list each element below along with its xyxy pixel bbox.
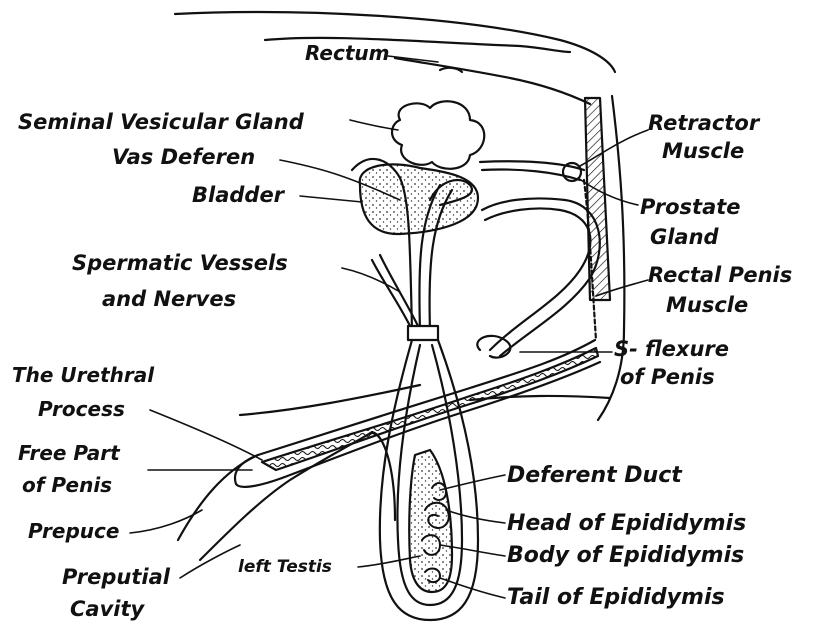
pelvic-wall-outer: [612, 96, 624, 330]
label-prepuce: Prepuce: [28, 519, 119, 543]
leader-bladder: [300, 196, 362, 202]
pelvic-wall: [585, 98, 610, 300]
label-deferent-duct: Deferent Duct: [507, 463, 683, 488]
penis-upper-edge: [258, 340, 595, 455]
label-rectal-penis-line1: Rectal Penis: [648, 263, 792, 287]
prepuce-upper: [178, 455, 258, 540]
label-prostate-line2: Gland: [650, 225, 720, 249]
spermatic-cord-1: [372, 260, 412, 330]
label-left-testis: left Testis: [238, 557, 332, 577]
label-body-epididymis: Body of Epididymis: [507, 543, 744, 568]
label-urethral-line2: Process: [38, 397, 125, 421]
prepuce-lower: [200, 432, 372, 560]
seminal-vesicular-gland-shape: [392, 101, 484, 169]
label-free-part-line1: Free Part: [18, 441, 121, 465]
label-prostate-line1: Prostate: [640, 195, 741, 219]
testis-inner: [409, 450, 452, 592]
leader-seminal: [350, 120, 398, 130]
label-preputial-line2: Cavity: [70, 597, 146, 621]
rectum-lower-wall: [395, 58, 590, 104]
label-rectal-penis-line2: Muscle: [666, 293, 748, 317]
label-bladder: Bladder: [192, 183, 286, 207]
label-retractor-line1: Retractor: [648, 111, 761, 135]
label-seminal-vesicular-gland: Seminal Vesicular Gland: [18, 110, 305, 134]
label-spermatic-line1: Spermatic Vessels: [72, 251, 288, 275]
leader-urethral: [150, 410, 262, 460]
label-rectum: Rectum: [305, 41, 389, 65]
cord-band: [408, 326, 438, 340]
label-spermatic-line2: and Nerves: [102, 287, 236, 311]
label-free-part-line2: of Penis: [22, 473, 112, 497]
labels: Rectum Seminal Vesicular Gland Vas Defer…: [12, 41, 792, 621]
label-urethral-line1: The Urethral: [12, 363, 155, 387]
label-preputial-line1: Preputial: [62, 565, 171, 589]
label-s-flexure-line2: of Penis: [620, 365, 715, 389]
label-retractor-line2: Muscle: [662, 139, 744, 163]
s-flexure-inner: [482, 198, 600, 356]
label-vas-deferen: Vas Deferen: [112, 145, 255, 169]
label-s-flexure-line1: S- flexure: [614, 337, 729, 361]
label-head-epididymis: Head of Epididymis: [507, 511, 746, 536]
top-body-outline: [175, 12, 615, 72]
label-tail-epididymis: Tail of Epididymis: [507, 585, 725, 610]
leader-head: [446, 510, 505, 523]
s-flexure-loop: [485, 208, 590, 350]
leader-spermatic: [342, 268, 400, 292]
leader-prepuce: [130, 510, 202, 533]
